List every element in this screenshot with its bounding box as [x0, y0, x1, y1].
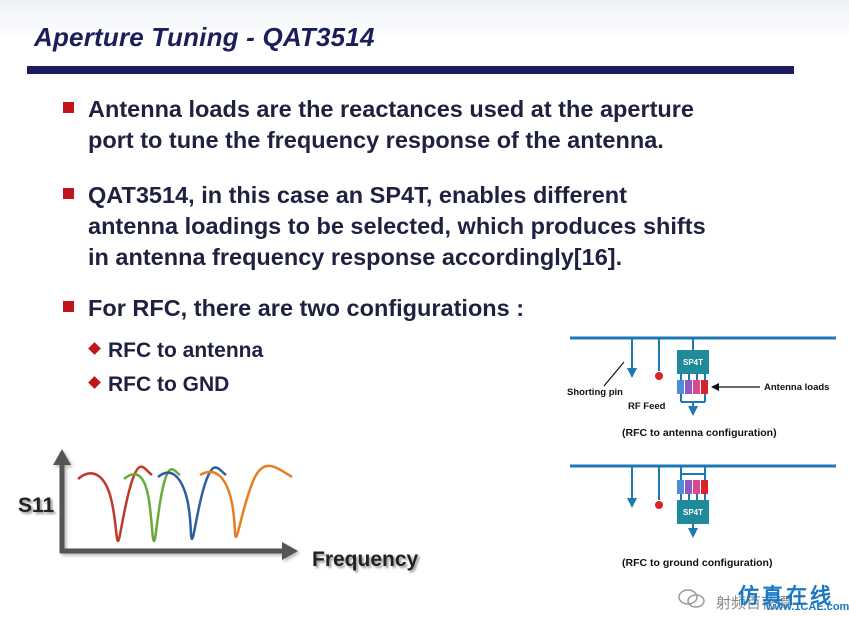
rf-feed-dot-icon [655, 501, 663, 509]
shorting-pin-arrow-icon [627, 368, 637, 378]
bullet-2-line-1: QAT3514, in this case an SP4T, enables d… [88, 182, 627, 208]
s11-y-arrow-icon [53, 449, 71, 465]
wechat-icon [678, 589, 705, 608]
shorting-pin-label: Shorting pin [567, 387, 623, 398]
caption-rfc-ground: (RFC to ground configuration) [622, 557, 772, 569]
frequency-axis-label: Frequency [312, 548, 419, 571]
antenna-load-2 [685, 380, 692, 394]
shorting-pin-arrow-icon [627, 498, 637, 508]
antenna-load-3b [693, 480, 700, 494]
s11-curve-2 [123, 468, 181, 543]
watermark-text: 射频百花潭 [716, 594, 792, 612]
s11-curve-3 [157, 466, 227, 541]
title-underline [27, 66, 794, 74]
sp4t-label-bottom: SP4T [683, 508, 703, 517]
s11-curve-1 [77, 465, 153, 543]
bullet-square-icon [63, 188, 74, 199]
shorting-pin-pointer [603, 361, 625, 387]
sub-item-label: RFC to antenna [108, 339, 264, 362]
antenna-loads-label: Antenna loads [764, 382, 829, 393]
sub-item-label: RFC to GND [108, 373, 230, 396]
bullet-2-line-3: in antenna frequency response accordingl… [88, 244, 623, 270]
s11-curve-4 [199, 464, 293, 539]
bullet-1-line-1: Antenna loads are the reactances used at… [88, 96, 694, 122]
s11-x-arrow-icon [282, 542, 298, 560]
s11-axis-label: S11 [18, 494, 55, 517]
ground-arrow-icon [688, 406, 698, 416]
antenna-load-1b [677, 480, 684, 494]
footer-url: www.1CAE.com [766, 601, 849, 613]
antenna-load-3 [693, 380, 700, 394]
footer-logo: 仿真在线 [738, 584, 834, 608]
rf-feed-dot-icon [655, 372, 663, 380]
rf-feed-label: RF Feed [628, 401, 666, 412]
sp4t-box-top [677, 350, 709, 374]
config-diagram: SP4T Antenna loads Shorting pin RF Feed … [567, 336, 836, 569]
antenna-loads-arrow-icon [711, 383, 719, 391]
bullet-2-line-2: antenna loadings to be selected, which p… [88, 213, 706, 239]
caption-rfc-antenna: (RFC to antenna configuration) [622, 427, 777, 439]
antenna-load-4b [701, 480, 708, 494]
bullet-3-line-1: For RFC, there are two configurations : [88, 295, 525, 321]
antenna-load-1 [677, 380, 684, 394]
antenna-load-2b [685, 480, 692, 494]
slide-title: Aperture Tuning - QAT3514 [34, 22, 375, 52]
sp4t-label-top: SP4T [683, 358, 703, 367]
ground-arrow-icon [688, 528, 698, 538]
sp4t-box-bottom [677, 500, 709, 524]
s11-figure [53, 449, 298, 560]
bullet-square-icon [63, 102, 74, 113]
bullet-1-line-2: port to tune the frequency response of t… [88, 127, 664, 153]
antenna-load-4 [701, 380, 708, 394]
bullet-square-icon [63, 301, 74, 312]
